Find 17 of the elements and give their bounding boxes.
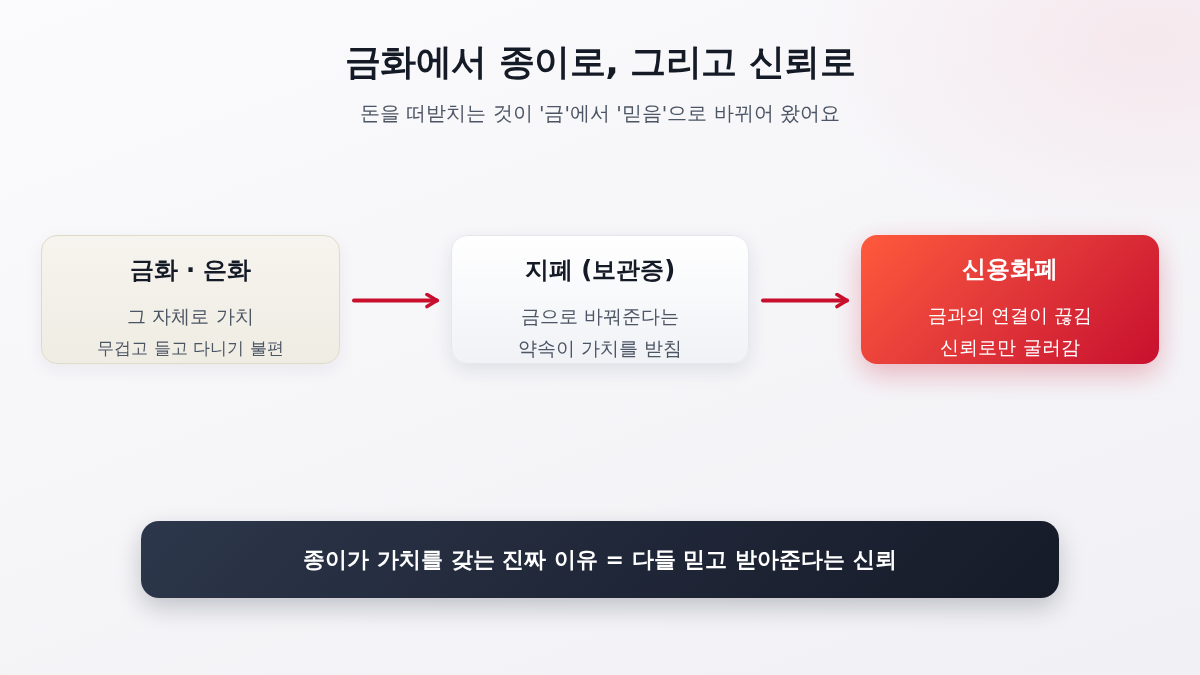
process-box bbox=[861, 235, 1159, 364]
node-description: 그 자체로 가치 bbox=[127, 304, 254, 329]
arrow bbox=[352, 292, 439, 309]
node-description: 신뢰로만 굴러감 bbox=[940, 335, 1080, 360]
arrow bbox=[761, 292, 849, 309]
summary-banner bbox=[141, 521, 1059, 598]
title: 금화에서 종이로, 그리고 신뢰로 bbox=[343, 40, 857, 84]
node-title: 지폐 (보관증) bbox=[523, 255, 677, 286]
node-title: 신용화폐 bbox=[961, 254, 1059, 285]
summary-text: 종이가 가치를 갖는 진짜 이유 = 다들 믿고 받아준다는 신뢰 bbox=[303, 545, 897, 574]
process-box bbox=[41, 235, 340, 364]
node-description: 금으로 바꿔준다는 약속이 가치를 받침 bbox=[516, 304, 684, 361]
node-description: 무겁고 들고 다니기 불편 bbox=[97, 337, 284, 360]
process-box bbox=[451, 235, 749, 364]
subtitle: 돈을 떠받치는 것이 '금'에서 '믿음'으로 바뀌어 왔어요 bbox=[358, 100, 842, 127]
node-title: 금화 · 은화 bbox=[128, 255, 253, 286]
node-description: 금과의 연결이 끊김 bbox=[927, 303, 1093, 328]
